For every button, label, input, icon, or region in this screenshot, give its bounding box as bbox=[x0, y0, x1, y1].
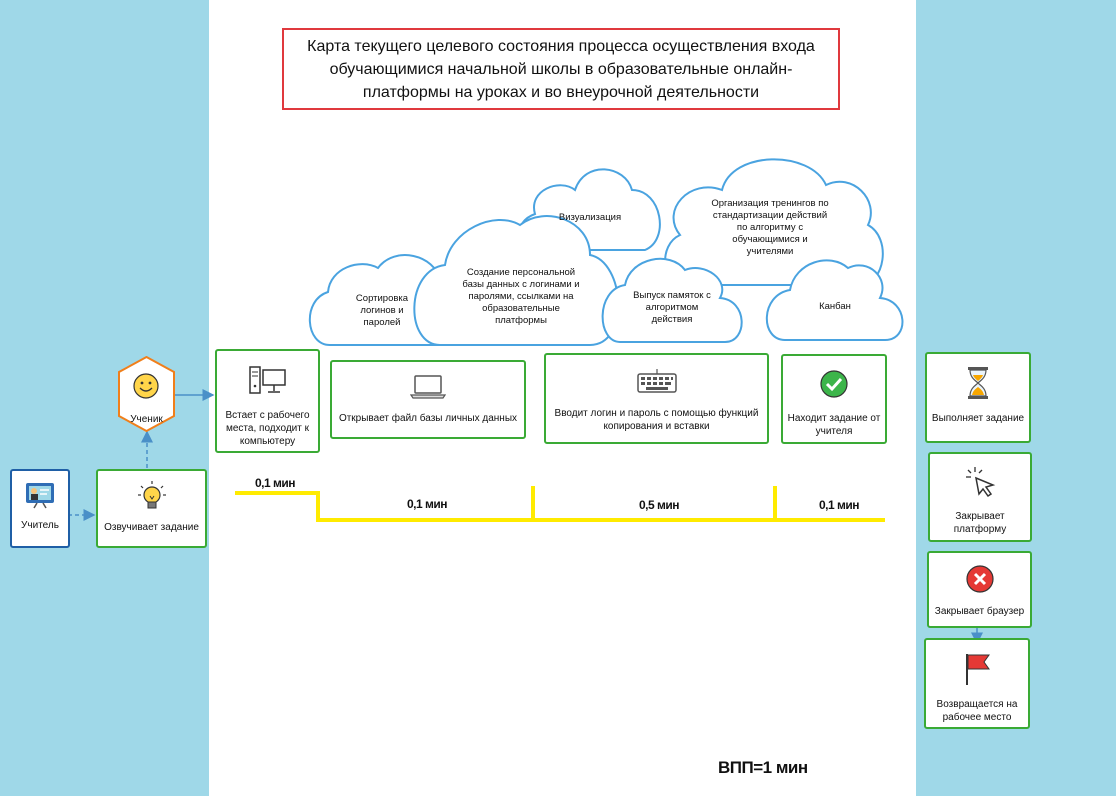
diagram-title: Карта текущего целевого состояния процес… bbox=[282, 28, 840, 110]
improvement-clouds bbox=[308, 158, 904, 346]
step-enter-login: Вводит логин и пароль с помощью функций … bbox=[544, 353, 769, 444]
cloud-training-shape bbox=[664, 158, 884, 286]
cloud-kanban-shape bbox=[765, 259, 904, 341]
step-open-file-label: Открывает файл базы личных данных bbox=[338, 413, 518, 424]
cloud-memo-shape bbox=[601, 257, 743, 343]
step-close-browser: Закрывает браузер bbox=[927, 551, 1032, 628]
check-circle-icon bbox=[819, 356, 849, 412]
step-close-browser-label: Закрывает браузер bbox=[934, 606, 1025, 617]
cursor-click-icon bbox=[963, 454, 997, 510]
cloud-kanban: Канбан bbox=[819, 301, 851, 312]
cloud-database: Создание персональной базы данных с логи… bbox=[462, 267, 580, 326]
step-do-task-label: Выполняет задание bbox=[931, 413, 1025, 424]
laptop-icon bbox=[410, 362, 446, 412]
timeline-line bbox=[235, 491, 885, 522]
step-return-place: Возвращается на рабочее место bbox=[924, 638, 1030, 729]
close-circle-icon bbox=[965, 553, 995, 605]
teacher-board-icon bbox=[24, 471, 56, 519]
cloud-training: Организация тренингов по стандартизации … bbox=[711, 198, 829, 257]
time-find-task: 0,1 мин bbox=[819, 498, 860, 512]
step-stand-up-label: Встает с рабочего места, подходит к комп… bbox=[225, 410, 310, 447]
time-stand-up: 0,1 мин bbox=[255, 476, 296, 490]
step-find-task-label: Находит задание от учителя bbox=[787, 413, 881, 437]
step-voice-task: Озвучивает задание bbox=[96, 469, 207, 548]
cloud-memo: Выпуск памяток с алгоритмом действия bbox=[633, 290, 711, 325]
cloud-visualization: Визуализация bbox=[558, 212, 622, 223]
step-close-platform-label: Закрывает платформу bbox=[953, 511, 1007, 535]
step-voice-task-label: Озвучивает задание bbox=[104, 522, 199, 533]
time-enter-login: 0,5 мин bbox=[639, 498, 680, 512]
step-do-task: Выполняет задание bbox=[925, 352, 1031, 443]
computer-icon bbox=[248, 351, 287, 409]
actor-teacher: Учитель bbox=[10, 469, 70, 548]
teacher-label: Учитель bbox=[21, 520, 59, 531]
step-enter-login-label: Вводит логин и пароль с помощью функций … bbox=[554, 408, 759, 432]
lightbulb-icon bbox=[137, 471, 166, 521]
student-label: Ученик bbox=[130, 414, 163, 425]
hourglass-icon bbox=[966, 354, 990, 412]
step-find-task: Находит задание от учителя bbox=[781, 354, 887, 444]
step-open-file: Открывает файл базы личных данных bbox=[330, 360, 526, 439]
smiley-icon bbox=[132, 372, 160, 405]
actor-student: Ученик bbox=[118, 356, 175, 432]
step-stand-up: Встает с рабочего места, подходит к комп… bbox=[215, 349, 320, 453]
red-flag-icon bbox=[962, 640, 992, 698]
step-close-platform: Закрывает платформу bbox=[928, 452, 1032, 542]
keyboard-icon bbox=[636, 355, 677, 407]
total-lead-time: ВПП=1 мин bbox=[718, 758, 808, 777]
cloud-sorting: Сортировка логинов и паролей bbox=[355, 293, 409, 328]
step-return-place-label: Возвращается на рабочее место bbox=[936, 699, 1018, 723]
time-open-file: 0,1 мин bbox=[407, 497, 448, 511]
